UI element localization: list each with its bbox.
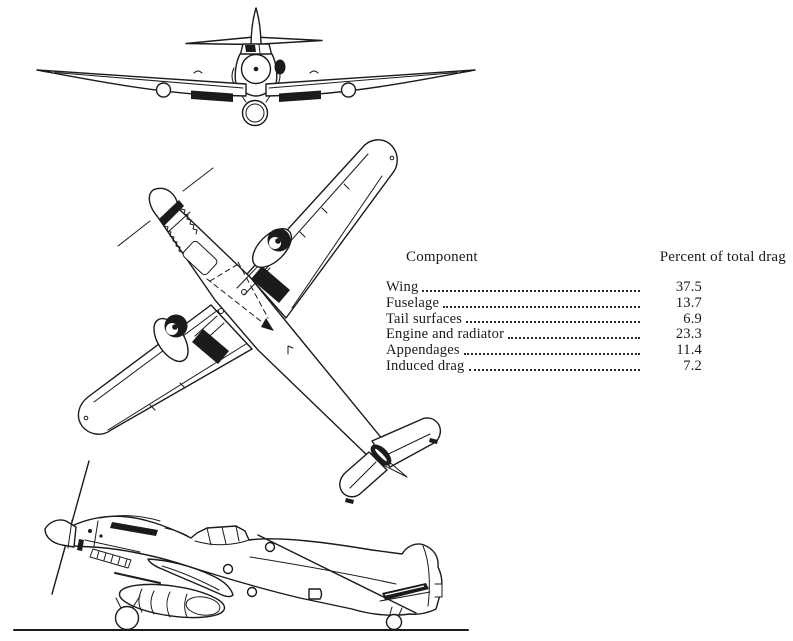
plan-canopy-dashed: [206, 261, 274, 331]
aircraft-plan-view: [77, 139, 442, 504]
dot-leader: [466, 321, 640, 324]
table-row: Induced drag 7.2: [386, 357, 788, 375]
side-spinner: [44, 519, 77, 549]
plan-prop-disc-line: [117, 167, 214, 247]
side-nose-details: [77, 515, 192, 584]
row-value: 13.7: [675, 294, 702, 311]
column-header-percent: Percent of total drag: [659, 249, 786, 265]
table-row: Appendages 11.4: [386, 342, 788, 359]
front-cowl-bulge-left: [231, 67, 235, 85]
row-value: 6.9: [683, 310, 702, 327]
front-left-radiator: [191, 90, 233, 102]
dot-leader: [443, 305, 640, 308]
row-value: 37.5: [675, 279, 702, 295]
table-row: Wing 37.5: [386, 279, 788, 296]
drag-breakdown-table: Component Percent of total drag Wing 37.…: [386, 249, 788, 375]
side-tail-wheel: [385, 606, 403, 631]
table-row: Tail surfaces 6.9: [386, 310, 788, 328]
side-port-1: [264, 541, 276, 553]
dot-leader: [508, 337, 640, 340]
plan-right-radiator: [251, 266, 290, 303]
side-port-2: [222, 563, 234, 575]
side-port-3: [246, 586, 258, 598]
side-tail-details: [379, 545, 443, 607]
table-header: Component Percent of total drag: [386, 249, 786, 266]
row-label: Fuselage: [386, 294, 440, 311]
aircraft-side-view: [13, 460, 469, 631]
front-left-wing: [36, 69, 247, 102]
row-label: Appendages: [386, 342, 460, 359]
aircraft-front-view: [36, 7, 476, 127]
front-prop-blade: [250, 7, 262, 48]
dot-leader: [468, 368, 640, 371]
plan-rudder-tip: [380, 459, 408, 478]
front-spinner-hub: [253, 66, 259, 72]
plan-tail: [339, 417, 442, 504]
dot-leader: [422, 289, 640, 292]
front-left-gear-bump: [155, 82, 172, 98]
plan-nose-details: [159, 200, 218, 276]
front-right-radiator: [279, 90, 321, 102]
side-exhaust-strip: [89, 548, 132, 569]
row-value: 7.2: [683, 357, 702, 374]
dot-leader: [463, 352, 640, 355]
front-right-gear-bump: [340, 82, 357, 98]
side-wing-fairing: [147, 558, 234, 598]
column-header-component: Component: [406, 249, 478, 265]
row-value: 11.4: [676, 342, 702, 359]
side-belly-tank: [118, 583, 226, 619]
row-label: Engine and radiator: [386, 326, 505, 343]
side-longeron-line: [249, 556, 397, 585]
plan-right-landing-gear: [236, 227, 293, 296]
plan-left-landing-gear: [153, 314, 225, 363]
side-fuselage-taper-line: [257, 534, 417, 614]
front-oil-cooler: [241, 95, 271, 127]
table-row: Fuselage 13.7: [386, 294, 788, 312]
side-main-wheel: [114, 595, 141, 631]
row-label: Tail surfaces: [386, 310, 463, 327]
plan-left-radiator: [192, 329, 229, 364]
side-canopy: [194, 525, 250, 546]
side-handhold: [308, 588, 323, 600]
table-row: Engine and radiator 23.3: [386, 327, 788, 343]
row-label: Wing: [386, 279, 419, 295]
front-intake: [274, 59, 286, 75]
front-right-wing: [265, 69, 476, 102]
side-gun-trough: [110, 522, 158, 536]
plan-fuselage-port2: [218, 308, 224, 314]
plan-antenna: [287, 345, 294, 355]
row-value: 23.3: [675, 326, 702, 343]
row-label: Induced drag: [386, 357, 465, 374]
